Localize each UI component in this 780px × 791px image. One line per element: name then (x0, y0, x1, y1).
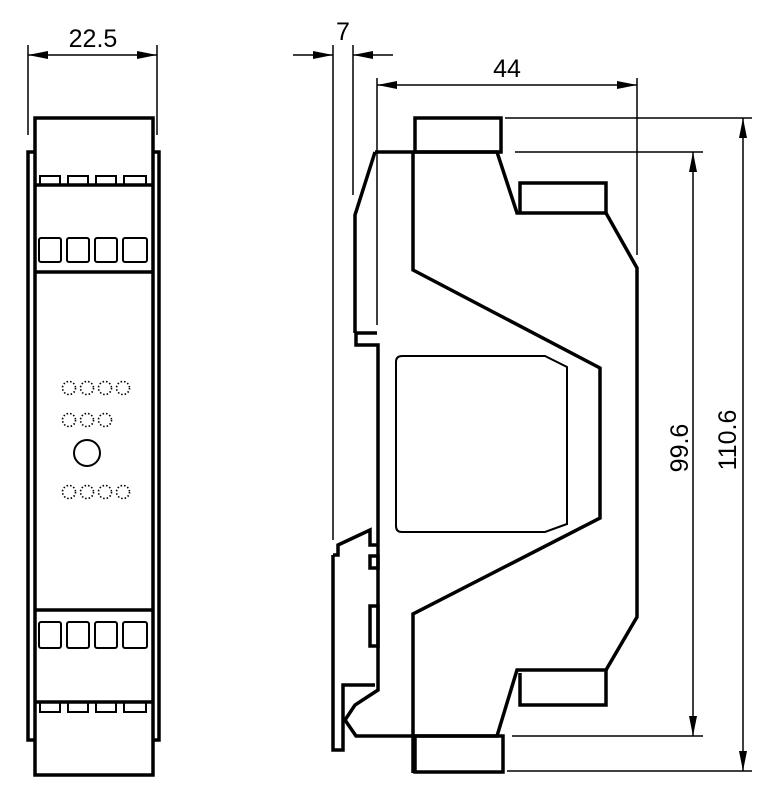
inner-profile (411, 152, 602, 773)
din-rail-clip (331, 527, 380, 752)
dimension-7: 7 (293, 18, 393, 540)
front-view (26, 116, 161, 777)
dimension-22-5: 22.5 (27, 25, 158, 135)
dimension-label: 44 (493, 55, 521, 83)
top-terminal-teeth (39, 175, 147, 185)
bottom-terminal-screws (38, 621, 148, 649)
upper-right-terminal (518, 181, 608, 213)
dimension-label: 7 (336, 18, 350, 46)
dimension-110-6: 110.6 (505, 117, 752, 772)
potentiometer-icon (73, 439, 101, 467)
side-housing-outline (342, 150, 639, 738)
side-rails (26, 150, 161, 742)
dimension-44: 44 (376, 55, 638, 325)
label-window (395, 355, 568, 533)
dimension-label: 99.6 (666, 424, 694, 473)
bottom-terminal-teeth (39, 702, 147, 713)
top-terminal-screws (38, 237, 148, 263)
front-housing (33, 116, 155, 777)
bottom-terminal-block (413, 734, 505, 774)
led-indicators (61, 380, 131, 500)
dimension-99-6: 99.6 (512, 151, 703, 737)
dimension-label: 22.5 (69, 25, 118, 53)
lower-right-terminal (518, 670, 608, 707)
dimension-label: 110.6 (714, 410, 742, 471)
top-terminal-block (413, 116, 503, 154)
side-view (331, 116, 639, 774)
